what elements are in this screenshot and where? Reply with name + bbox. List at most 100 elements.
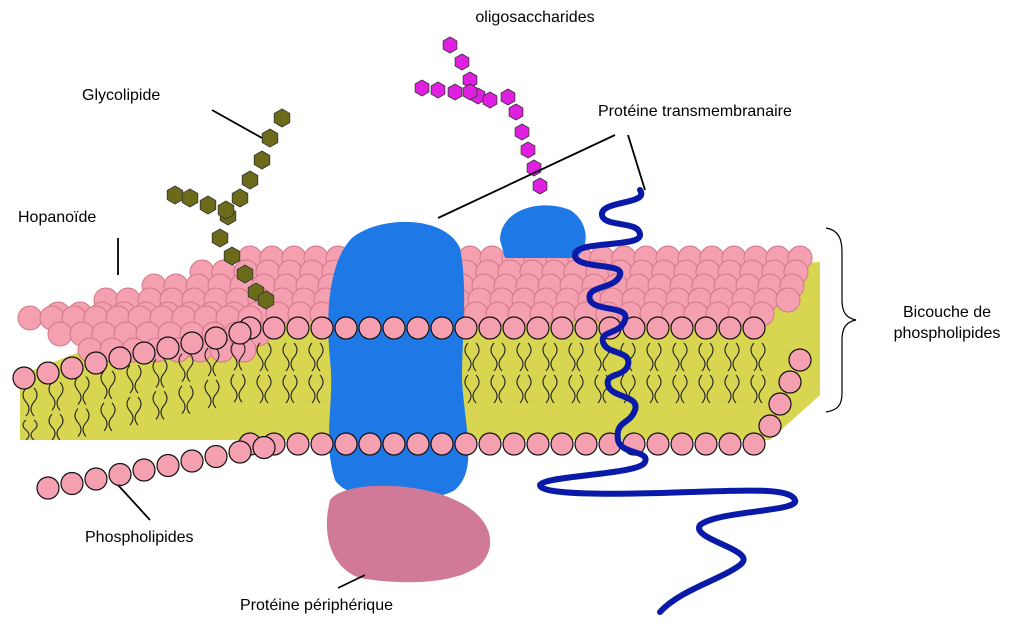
sugar-unit (262, 129, 278, 147)
lipid-head (311, 317, 333, 339)
lipid-head (455, 433, 477, 455)
surface-protein-blue (500, 205, 586, 258)
lipid-head (383, 317, 405, 339)
lipid-head (551, 433, 573, 455)
lipid-head (13, 367, 35, 389)
lipid-head (253, 437, 275, 459)
label-proteine-transmembranaire: Protéine transmembranaire (598, 102, 792, 121)
lipid-head (61, 473, 83, 495)
lipid-head (779, 371, 801, 393)
leader-transmembrane-2 (628, 135, 645, 190)
label-bicouche-line1: Bicouche de (872, 303, 1022, 322)
lipid-head (503, 433, 525, 455)
lipid-head (205, 327, 227, 349)
lipid-head (647, 433, 669, 455)
sugar-unit (212, 229, 228, 247)
label-oligosaccharides: oligosaccharides (450, 8, 620, 27)
lipid-head (407, 317, 429, 339)
lipid-head (575, 317, 597, 339)
sugar-unit (515, 124, 529, 140)
sugar-unit (431, 82, 445, 98)
lipid-head (157, 455, 179, 477)
lipid-head (311, 433, 333, 455)
lipid-head (647, 317, 669, 339)
lipid-head (743, 433, 765, 455)
lipid-head (455, 317, 477, 339)
lipid-head (759, 415, 781, 437)
sugar-unit (254, 151, 270, 169)
lipid-head (695, 433, 717, 455)
lipid-head (109, 347, 131, 369)
lipid-head (503, 317, 525, 339)
lipid-head (776, 288, 800, 312)
sugar-unit (509, 104, 523, 120)
transmembrane-protein-blue (328, 222, 468, 500)
lipid-head (479, 433, 501, 455)
lipid-head (61, 357, 83, 379)
lipid-head (48, 322, 72, 346)
lipid-head (479, 317, 501, 339)
lipid-head (181, 332, 203, 354)
label-proteine-peripherique: Protéine périphérique (240, 596, 393, 615)
label-hopanoide: Hopanoïde (18, 208, 96, 227)
sugar-unit (242, 171, 258, 189)
lipid-head (743, 317, 765, 339)
sugar-unit (232, 189, 248, 207)
bilayer-brace (826, 228, 856, 412)
lipid-head (551, 317, 573, 339)
sugar-unit (443, 37, 457, 53)
lipid-head (229, 441, 251, 463)
lipid-head (263, 317, 285, 339)
lipid-head (359, 317, 381, 339)
sugar-unit (521, 142, 535, 158)
lipid-head (18, 306, 42, 330)
lipid-head (85, 468, 107, 490)
lipid-head (335, 317, 357, 339)
label-phospholipides: Phospholipides (85, 528, 194, 547)
leader-peripherique (338, 575, 365, 588)
lipid-head (431, 433, 453, 455)
lipid-head (359, 433, 381, 455)
lipid-head (133, 459, 155, 481)
leader-phospholipides (118, 485, 150, 520)
lipid-head (205, 446, 227, 468)
lipid-head (37, 362, 59, 384)
sugar-unit (224, 247, 240, 265)
sugar-unit (415, 80, 429, 96)
lipid-head (287, 317, 309, 339)
lipid-head (719, 433, 741, 455)
sugar-unit (448, 84, 462, 100)
lipid-head (383, 433, 405, 455)
lipid-head (695, 317, 717, 339)
lipid-head (85, 352, 107, 374)
lipid-head (407, 433, 429, 455)
lipid-head (181, 450, 203, 472)
sugar-unit (274, 109, 290, 127)
sugar-unit (200, 196, 216, 214)
sugar-unit (258, 291, 274, 309)
sugar-unit (218, 201, 234, 219)
lipid-head (335, 433, 357, 455)
sugar-unit (182, 189, 198, 207)
lipid-head (37, 477, 59, 499)
lipid-head (431, 317, 453, 339)
lipid-head (719, 317, 741, 339)
lipid-head (575, 433, 597, 455)
sugar-unit (533, 178, 547, 194)
label-glycolipide: Glycolipide (82, 86, 160, 105)
lipid-head (287, 433, 309, 455)
lipid-head (229, 322, 251, 344)
sugar-unit (455, 54, 469, 70)
lipid-head (527, 433, 549, 455)
sugar-unit (483, 92, 497, 108)
lipid-head (109, 464, 131, 486)
lipid-head (157, 337, 179, 359)
sugar-unit (463, 84, 477, 100)
lipid-head (671, 317, 693, 339)
lipid-head (769, 393, 791, 415)
sugar-unit (501, 89, 515, 105)
label-bicouche-line2: phospholipides (872, 324, 1022, 343)
lipid-head (527, 317, 549, 339)
leader-glycolipide (212, 110, 262, 138)
